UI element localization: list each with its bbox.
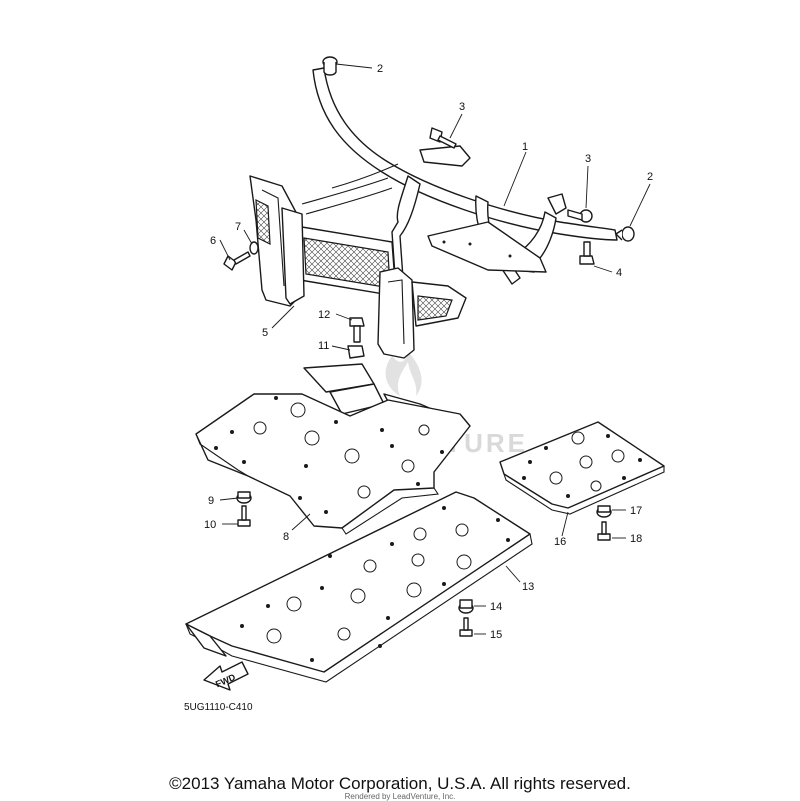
callout-number: 3 bbox=[585, 153, 591, 165]
callout-number: 11 bbox=[318, 340, 329, 352]
diagram-code: 5UG1110-C410 bbox=[184, 702, 253, 713]
callout-number: 5 bbox=[262, 327, 268, 339]
callout-number: 2 bbox=[647, 171, 653, 183]
callout-number: 1 bbox=[522, 141, 528, 153]
callout-number: 6 bbox=[210, 235, 216, 247]
bumper-guard bbox=[249, 175, 467, 359]
callout-number: 3 bbox=[459, 101, 465, 113]
callout-number: 7 bbox=[235, 221, 241, 233]
callout-number: 15 bbox=[490, 629, 502, 641]
bolts-upper bbox=[223, 127, 595, 359]
callout-labels: 2 1 3 3 2 4 5 6 7 12 11 9 10 8 17 18 16 … bbox=[204, 63, 653, 641]
callout-number: 16 bbox=[554, 536, 566, 548]
callout-number: 2 bbox=[377, 63, 383, 75]
front-bumper-frame bbox=[301, 67, 618, 293]
rendered-by-note: Rendered by LeadVenture, Inc. bbox=[344, 792, 456, 801]
callout-number: 4 bbox=[616, 267, 622, 279]
copyright-notice: ©2013 Yamaha Motor Corporation, U.S.A. A… bbox=[169, 774, 631, 793]
right-skid-plate bbox=[499, 421, 665, 515]
callout-number: 18 bbox=[630, 533, 642, 545]
callout-number: 13 bbox=[522, 581, 534, 593]
callout-number: 8 bbox=[283, 531, 289, 543]
forward-arrow-icon: FWD bbox=[203, 661, 249, 691]
callout-number: 9 bbox=[208, 495, 214, 507]
bolts-lower bbox=[236, 491, 612, 637]
callout-number: 17 bbox=[630, 505, 642, 517]
main-skid-plate bbox=[185, 491, 533, 683]
callout-number: 14 bbox=[490, 601, 502, 613]
leader-lines bbox=[219, 63, 651, 635]
front-skid-plate bbox=[195, 363, 471, 535]
callout-number: 12 bbox=[318, 309, 330, 321]
plug-caps bbox=[322, 56, 635, 242]
callout-number: 10 bbox=[204, 519, 216, 531]
